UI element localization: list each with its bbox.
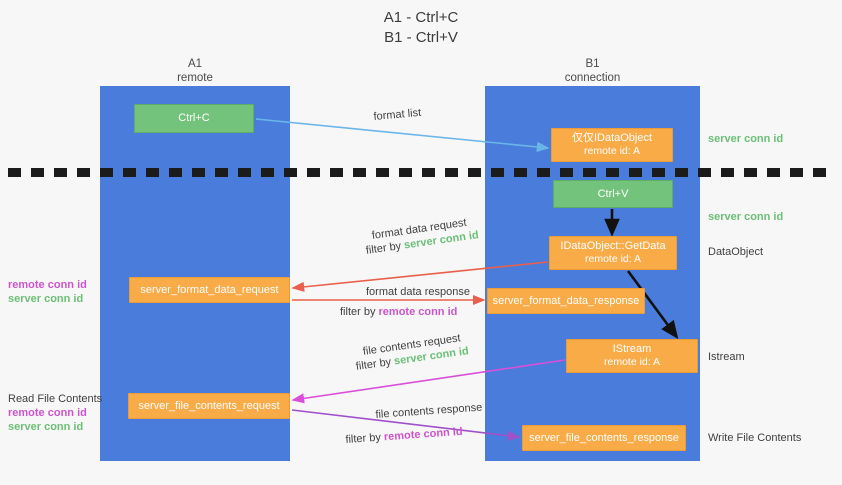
filter-prefix: filter by bbox=[365, 239, 405, 257]
node-server-file-contents-request[interactable]: server_file_contents_request bbox=[128, 393, 290, 419]
left-tag-server-conn-id: server conn id bbox=[8, 293, 84, 305]
title-line-2: B1 - Ctrl+V bbox=[384, 29, 458, 46]
tag-dataobject: DataObject bbox=[708, 246, 764, 258]
caption-format-data-response-filter: filter by remote conn id bbox=[340, 305, 457, 319]
title-line-1: A1 - Ctrl+C bbox=[383, 9, 459, 26]
tag-server-conn-id-second: server conn id bbox=[708, 211, 784, 223]
caption-file-contents-response: file contents response bbox=[375, 401, 483, 422]
node-server-file-contents-request-label: server_file_contents_request bbox=[138, 399, 280, 412]
node-getdata-line2: remote id: A bbox=[584, 253, 642, 265]
node-istream-line2: remote id: A bbox=[603, 356, 661, 368]
caption-file-contents-response-filter: filter by remote conn id bbox=[345, 425, 463, 447]
lane-b1-name: B1 bbox=[585, 58, 600, 70]
page-title: A1 - Ctrl+C B1 - Ctrl+V bbox=[0, 8, 842, 48]
node-idataobject-top-line2: remote id: A bbox=[583, 145, 641, 157]
node-ctrl-c[interactable]: Ctrl+C bbox=[134, 104, 254, 133]
filter-value-remote-conn-id: remote conn id bbox=[378, 306, 458, 318]
left-tag-group-format: remote conn id server conn id bbox=[8, 278, 87, 306]
left-tag-read-file-contents: Read File Contents bbox=[8, 393, 103, 405]
left-tag-group-file: Read File Contents remote conn id server… bbox=[8, 392, 102, 434]
node-getdata-line1: IDataObject::GetData bbox=[560, 240, 666, 252]
node-ctrl-v-label: Ctrl+V bbox=[597, 187, 629, 200]
tag-istream: Istream bbox=[708, 351, 745, 363]
caption-format-data-response-text: format data response bbox=[366, 286, 470, 298]
lane-header-a1: A1 remote bbox=[100, 57, 290, 85]
node-istream[interactable]: IStream remote id: A bbox=[566, 339, 698, 373]
node-server-format-data-response[interactable]: server_format_data_response bbox=[487, 288, 645, 314]
caption-file-contents-response-text: file contents response bbox=[375, 401, 483, 421]
lane-a1-name: A1 bbox=[187, 58, 203, 70]
node-server-file-contents-response-label: server_file_contents_response bbox=[529, 431, 679, 444]
lane-b1-subtitle: connection bbox=[564, 72, 621, 84]
filter-prefix: filter by bbox=[355, 355, 395, 373]
caption-format-list-text: format list bbox=[373, 106, 422, 123]
dashed-divider bbox=[8, 168, 834, 177]
left-tag-remote-conn-id: remote conn id bbox=[8, 407, 87, 419]
node-getdata[interactable]: IDataObject::GetData remote id: A bbox=[549, 236, 677, 270]
left-tag-remote-conn-id: remote conn id bbox=[8, 279, 87, 291]
tag-server-conn-id-top: server conn id bbox=[708, 133, 784, 145]
node-ctrl-v[interactable]: Ctrl+V bbox=[553, 180, 673, 208]
node-server-format-data-request-label: server_format_data_request bbox=[140, 283, 279, 296]
lane-a1-subtitle: remote bbox=[177, 72, 213, 84]
node-idataobject-top[interactable]: 仅仅IDataObject remote id: A bbox=[551, 128, 673, 162]
node-istream-line1: IStream bbox=[612, 343, 652, 355]
node-server-format-data-request[interactable]: server_format_data_request bbox=[129, 277, 290, 303]
filter-prefix: filter by bbox=[340, 306, 379, 318]
node-server-format-data-response-label: server_format_data_response bbox=[492, 294, 640, 307]
caption-format-list: format list bbox=[373, 106, 422, 124]
caption-format-data-response: format data response bbox=[366, 285, 470, 299]
filter-value-remote-conn-id: remote conn id bbox=[383, 425, 463, 444]
node-ctrl-c-label: Ctrl+C bbox=[178, 112, 210, 124]
node-server-file-contents-response[interactable]: server_file_contents_response bbox=[522, 425, 686, 451]
left-tag-server-conn-id: server conn id bbox=[8, 421, 84, 433]
lane-header-b1: B1 connection bbox=[485, 57, 700, 85]
tag-write-file-contents: Write File Contents bbox=[708, 432, 802, 444]
node-idataobject-top-line1: 仅仅IDataObject bbox=[571, 132, 653, 144]
filter-prefix: filter by bbox=[345, 431, 385, 446]
